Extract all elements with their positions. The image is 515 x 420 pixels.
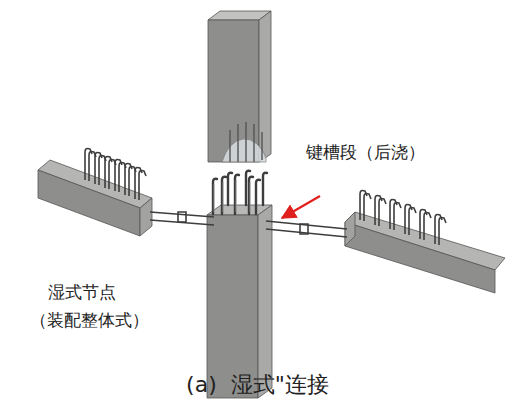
caption: (a) 湿式"连接 xyxy=(186,372,329,398)
label-text: （装配整体式） xyxy=(30,310,149,330)
pointer-arrow xyxy=(282,196,320,218)
label-text: 键槽段（后浇） xyxy=(306,142,425,162)
upper-column xyxy=(208,11,271,162)
left-beam xyxy=(38,148,214,236)
lower-column xyxy=(207,171,272,398)
right-beam xyxy=(266,190,505,293)
label-text: 湿式节点 xyxy=(48,282,116,302)
